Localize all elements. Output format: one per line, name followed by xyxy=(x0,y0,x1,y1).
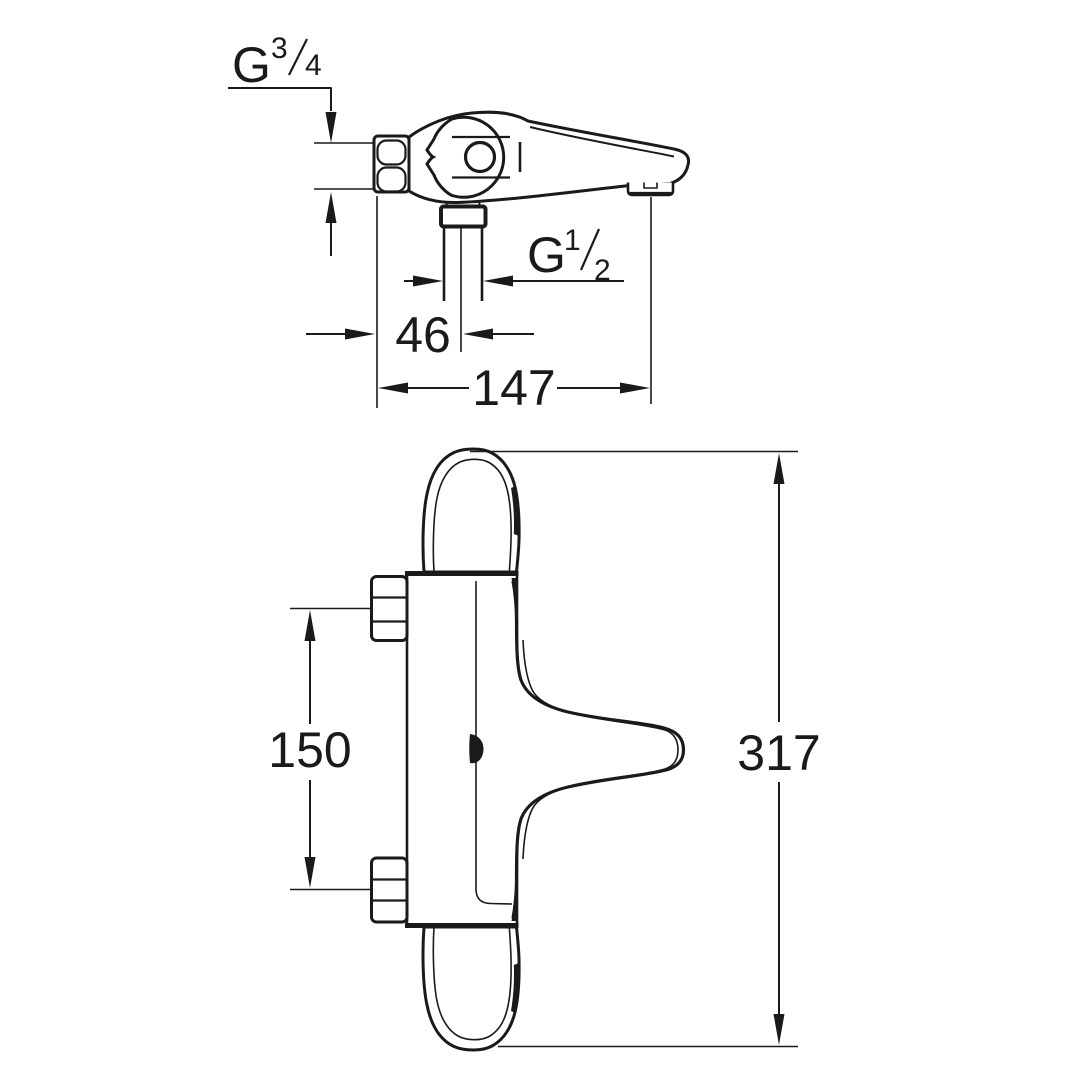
hex-nut-facet xyxy=(376,166,407,193)
dim-value-147: 147 xyxy=(472,360,555,416)
arrowhead-right xyxy=(620,382,650,394)
inlet-thread-denominator: 4 xyxy=(305,49,322,82)
dimension-overall-height: 317 xyxy=(470,450,821,1048)
arrowhead-left xyxy=(463,328,493,340)
handle-inner-line xyxy=(432,458,512,573)
dimension-projection: 147 xyxy=(378,197,652,416)
spout-root-bottom xyxy=(511,899,517,921)
dimension-connection-centres: 150 xyxy=(268,607,371,891)
hex-nut-outline xyxy=(370,575,409,642)
arrowhead-right xyxy=(413,275,443,287)
dimension-inlet-thread: G 3 4 xyxy=(228,32,374,256)
front-view: 150 317 xyxy=(268,447,821,1052)
knob-screw xyxy=(463,140,497,174)
control-knob xyxy=(425,115,510,199)
arrowhead-down xyxy=(325,112,337,143)
hex-nut-side xyxy=(372,134,411,194)
handle-edge-shade xyxy=(511,963,520,1013)
mixer-body xyxy=(405,571,519,928)
arrowhead-up xyxy=(325,192,337,223)
spout-thread-numerator: 1 xyxy=(564,224,581,257)
handle-outline xyxy=(421,925,521,1052)
spout-outline xyxy=(511,580,686,919)
economy-button xyxy=(469,734,484,764)
handle-outline xyxy=(421,447,521,574)
hex-nut-front-bottom xyxy=(370,856,409,924)
handle-inner-line xyxy=(432,926,512,1041)
spout-inner-outline xyxy=(522,639,679,860)
spout-root-top xyxy=(511,578,517,600)
side-view: G 3 4 G 1 2 4 xyxy=(228,32,691,416)
arrowhead-up xyxy=(773,453,785,484)
spout-inner-line xyxy=(529,126,675,158)
handle-edge-shade xyxy=(511,486,520,536)
body-outline xyxy=(405,571,519,928)
inlet-thread-label: G xyxy=(232,37,271,93)
spout-thread-denominator: 2 xyxy=(594,254,611,287)
arrowhead-left xyxy=(378,382,408,394)
hex-nut-outline xyxy=(370,856,409,924)
hex-nut-facet xyxy=(376,139,407,166)
arrowhead-down xyxy=(773,1014,785,1045)
inlet-thread-numerator: 3 xyxy=(271,32,288,65)
fraction-slash xyxy=(288,38,308,76)
hex-nut-front-top xyxy=(370,575,409,642)
dimension-spout-pipe-offset: 46 xyxy=(306,196,534,408)
dim-value-46: 46 xyxy=(395,307,451,363)
outlet-pipe xyxy=(439,200,488,352)
dim-value-317: 317 xyxy=(737,725,820,781)
body-front-face-line xyxy=(475,581,513,905)
pipe-collar xyxy=(439,204,488,229)
hex-nut-facet-lines xyxy=(371,596,407,623)
arrowhead-right xyxy=(345,328,375,340)
aerator-notch xyxy=(643,182,658,189)
arrowhead-up xyxy=(304,610,316,641)
spout-front xyxy=(511,578,686,921)
handle-bottom xyxy=(421,925,521,1052)
handle-top xyxy=(421,447,521,574)
knob-face-lines xyxy=(452,135,510,179)
dimension-spout-thread: G 1 2 xyxy=(404,224,624,287)
spout-thread-label: G xyxy=(527,227,566,283)
dim-value-150: 150 xyxy=(268,722,351,778)
fraction-slash xyxy=(579,228,601,271)
hex-nut-facet-lines xyxy=(371,878,407,902)
aerator xyxy=(626,182,675,197)
leader-line xyxy=(228,87,332,111)
arrowhead-left xyxy=(483,275,513,287)
arrowhead-down xyxy=(304,857,316,888)
